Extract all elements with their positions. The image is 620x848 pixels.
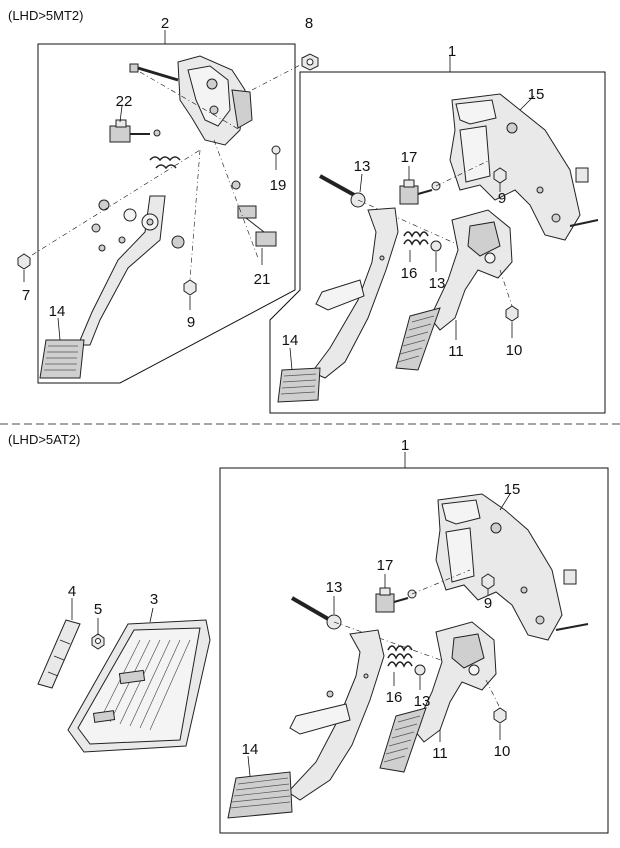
- nut-8: [301, 53, 319, 71]
- brake-bracket-mt: [449, 93, 599, 241]
- clutch-pivot-bolt: [129, 63, 179, 82]
- section-title-mt: (LHD>5MT2): [8, 8, 84, 23]
- callout-11: 11: [448, 343, 464, 360]
- callout-16-at: 16: [386, 689, 403, 706]
- brake-pedal-arm-at: [287, 629, 385, 801]
- section-title-at: (LHD>5AT2): [8, 432, 81, 447]
- stop-lamp-switch-mt: [399, 179, 441, 205]
- callout-13-top: 13: [354, 158, 371, 175]
- callout-1: 1: [448, 43, 456, 60]
- callout-10: 10: [506, 342, 523, 359]
- accelerator-pad-mt: [395, 307, 441, 371]
- callout-14-at: 14: [242, 741, 259, 758]
- callout-13-top-at: 13: [326, 579, 343, 596]
- callout-10-at: 10: [494, 743, 511, 760]
- nut-10-mt: [505, 305, 519, 322]
- nut-5: [91, 633, 105, 650]
- clutch-spring: [149, 156, 181, 170]
- callout-3: 3: [150, 591, 158, 608]
- accelerator-pedal-mt: [429, 209, 513, 331]
- brake-pedal-arm-mt: [311, 207, 399, 379]
- callout-11-at: 11: [432, 745, 448, 762]
- clutch-bracket: [177, 55, 253, 146]
- nut-9-right: [493, 167, 507, 184]
- callout-14-left: 14: [49, 303, 66, 320]
- callout-17-at: 17: [377, 557, 394, 574]
- callout-5: 5: [94, 601, 102, 618]
- floor-mat: [67, 619, 211, 753]
- clutch-assembly-frame: [37, 43, 296, 384]
- small-nut: [153, 129, 161, 137]
- callout-16: 16: [401, 265, 418, 282]
- callout-13-mid-at: 13: [414, 693, 431, 710]
- callout-9-left: 9: [187, 314, 195, 331]
- callout-9-at: 9: [484, 595, 492, 612]
- accelerator-pad-at: [379, 707, 427, 773]
- callout-19: 19: [270, 177, 287, 194]
- brake-pedal-pad-mt: [277, 367, 321, 403]
- callout-9-right: 9: [498, 190, 506, 207]
- clutch-sensor: [237, 205, 277, 247]
- nut-19: [271, 145, 281, 155]
- brake-pedal-pad-at: [227, 771, 293, 819]
- nut-9-at: [481, 573, 495, 590]
- clutch-pedal-pad: [39, 339, 85, 379]
- mat-clip: [37, 619, 81, 689]
- brake-assembly-frame-at: [219, 467, 609, 834]
- nut-9-left: [183, 279, 197, 296]
- pivot-bolt-mt: [319, 174, 366, 208]
- brake-assembly-frame-mt: [269, 71, 606, 414]
- callout-15: 15: [528, 86, 545, 103]
- callout-21: 21: [254, 271, 271, 288]
- clutch-switch: [109, 119, 150, 143]
- brake-bracket-at: [435, 493, 589, 641]
- callout-8: 8: [305, 15, 313, 32]
- callout-22: 22: [116, 93, 133, 110]
- callout-4: 4: [68, 583, 76, 600]
- return-spring-at: [387, 645, 426, 676]
- accelerator-pedal-at: [413, 621, 497, 743]
- stop-lamp-switch-at: [375, 587, 417, 613]
- nut-10-at: [493, 707, 507, 724]
- callout-2: 2: [161, 15, 169, 32]
- nut-7: [17, 253, 31, 270]
- callout-1-at: 1: [401, 437, 409, 454]
- callout-14-right: 14: [282, 332, 299, 349]
- callout-13-mid: 13: [429, 275, 446, 292]
- return-spring-mt: [403, 231, 442, 252]
- clutch-pedal-arm: [77, 195, 185, 346]
- callout-17: 17: [401, 149, 418, 166]
- callout-7: 7: [22, 287, 30, 304]
- callout-15-at: 15: [504, 481, 521, 498]
- small-nut: [231, 180, 241, 190]
